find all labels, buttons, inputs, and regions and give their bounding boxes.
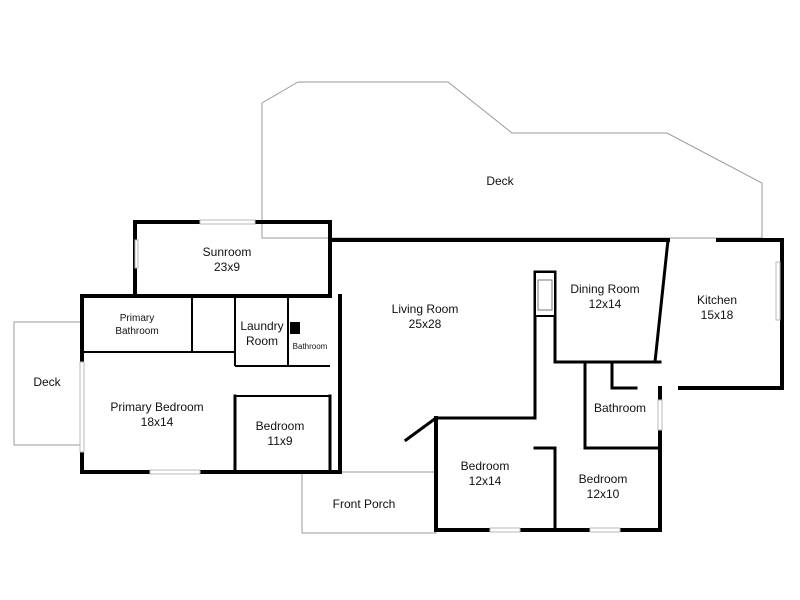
dining-room-label: Dining Room [570, 282, 639, 296]
kitchen-dims: 15x18 [701, 308, 734, 322]
deck-top-outline [261, 81, 763, 239]
exterior-walls [80, 220, 784, 532]
bedroom-right-dims: 12x10 [587, 487, 620, 501]
primary-bathroom-label-2: Bathroom [115, 326, 158, 337]
front-porch-label: Front Porch [333, 497, 396, 511]
bedroom-small-label: Bedroom [256, 419, 305, 433]
laundry-appliance [290, 322, 300, 334]
laundry-room-label-2: Room [246, 334, 278, 348]
laundry-room-label-1: Laundry [240, 319, 283, 333]
windows [79, 219, 781, 533]
dining-room-dims: 12x14 [589, 297, 622, 311]
bedroom-right-label: Bedroom [579, 472, 628, 486]
half-bathroom-label: Bathroom [293, 342, 328, 351]
fireplace-hearth [537, 279, 553, 311]
living-room-label: Living Room [392, 302, 459, 316]
front-porch-outline [301, 471, 437, 534]
sunroom-label: Sunroom [203, 245, 252, 259]
primary-bedroom-dims: 18x14 [141, 415, 174, 429]
primary-bedroom-label: Primary Bedroom [110, 400, 203, 414]
sunroom-dims: 23x9 [214, 260, 240, 274]
bedroom-small-dims: 11x9 [267, 434, 292, 448]
bedroom-center-label: Bedroom [461, 459, 510, 473]
living-room-dims: 25x28 [409, 317, 442, 331]
kitchen-label: Kitchen [697, 293, 737, 307]
deck-left-label: Deck [33, 375, 61, 389]
bedroom-center-dims: 12x14 [469, 474, 502, 488]
bathroom-label: Bathroom [594, 401, 646, 415]
deck-top-label: Deck [486, 174, 514, 188]
primary-bathroom-label-1: Primary [120, 313, 154, 324]
